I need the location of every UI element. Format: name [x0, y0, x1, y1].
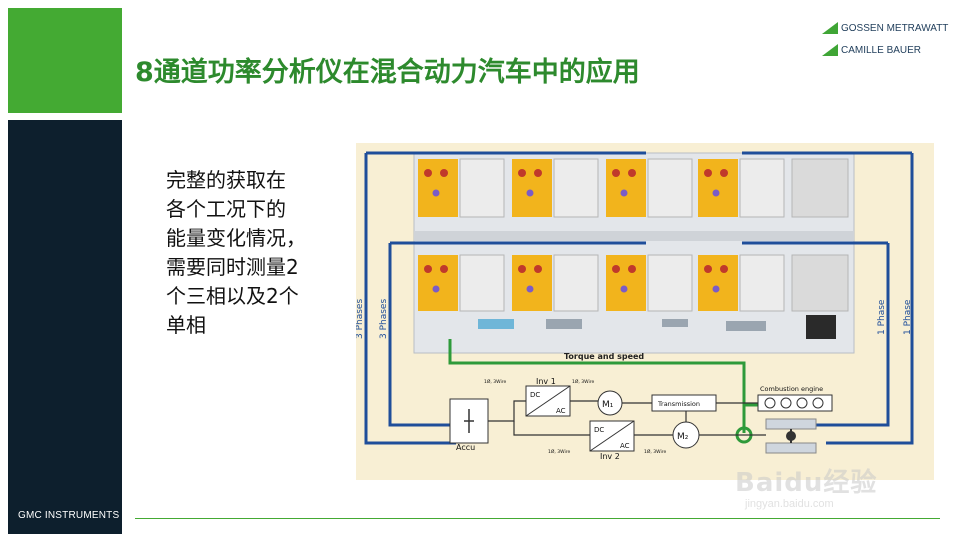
meter-note: 1Ø, 3Wire [572, 378, 594, 385]
differential-icon [786, 431, 796, 441]
vent-panel [791, 158, 849, 218]
transmission-label: Transmission [657, 400, 700, 408]
body-line: 完整的获取在 [166, 168, 286, 192]
vent-panel [739, 158, 785, 218]
label-1-phase: 1 Phase [877, 299, 887, 335]
power-inlet [806, 315, 836, 339]
channel-module [698, 255, 738, 311]
label-1-phase: 1 Phase [903, 299, 913, 335]
chassis-divider [414, 231, 854, 241]
body-line: 单相 [166, 313, 206, 337]
motor-2-label: M₂ [677, 432, 689, 442]
meter-note: 1Ø, 3Wire [644, 448, 666, 455]
d-sub-connector [726, 321, 766, 331]
body-line: 能量变化情况， [166, 226, 306, 250]
parallel-connector [546, 319, 582, 329]
combustion-label: Combustion engine [760, 385, 823, 393]
watermark-sub-text: jingyan.baidu.com [745, 498, 834, 510]
channel-module [512, 255, 552, 311]
inverter-1-label: Inv 1 [536, 377, 556, 386]
body-line: 各个工况下的 [166, 197, 286, 221]
watermark-main-text: Baidu经验 [735, 468, 878, 498]
meter-note: 1Ø, 3Wire [484, 378, 506, 385]
terminal-jacks-purple [432, 189, 720, 293]
label-3-phases: 3 Phases [356, 299, 365, 339]
channel-module [606, 255, 646, 311]
channel-module [512, 159, 552, 217]
vent-panel [739, 254, 785, 312]
channel-module [606, 159, 646, 217]
serial-connector [478, 319, 514, 329]
slide-body-text: 完整的获取在 各个工况下的 能量变化情况， 需要同时测量2 个三相以及2个 单相 [166, 166, 351, 340]
body-line: 需要同时测量2 [166, 255, 299, 279]
module-row-bottom [418, 254, 849, 312]
power-analyzer-diagram: 3 Phases 3 Phases 1 Phase 1 Phase Torque… [356, 143, 934, 480]
vent-panel [647, 158, 693, 218]
schematic: Accu DC AC Inv 1 DC AC Inv 2 M₁ M₂ Trans… [449, 377, 833, 461]
wheel-bottom-icon [765, 442, 817, 454]
dc-label: DC [530, 391, 540, 399]
footer-divider-line [135, 518, 940, 519]
footer-brand: GMC INSTRUMENTS [18, 510, 120, 521]
baidu-watermark: Baidu经验 jingyan.baidu.com [735, 462, 935, 522]
ac-label: AC [556, 407, 566, 415]
wheel-top-icon [765, 418, 817, 430]
d-sub-connector [662, 319, 688, 327]
slide-title: 8通道功率分析仪在混合动力汽车中的应用 [135, 57, 640, 88]
accu-label: Accu [456, 443, 475, 452]
label-3-phases: 3 Phases [379, 299, 389, 339]
ac-label: AC [620, 442, 630, 450]
accent-green-block [8, 8, 122, 113]
combustion-engine-box [757, 394, 833, 412]
vent-panel [553, 158, 599, 218]
blue-wiring [364, 151, 914, 445]
logo-text-line1: GOSSEN METRAWATT [841, 22, 949, 34]
vent-panel [459, 254, 505, 312]
inverter-2-label: Inv 2 [600, 452, 620, 461]
logo-text-line2: CAMILLE BAUER [841, 44, 922, 56]
meter-note: 1Ø, 3Wire [548, 448, 570, 455]
module-row-top [418, 158, 849, 218]
torque-speed-label: Torque and speed [564, 352, 644, 361]
dc-label: DC [594, 426, 604, 434]
motor-1-label: M₁ [602, 400, 614, 410]
vent-panel [553, 254, 599, 312]
logo-triangle-icon [822, 44, 838, 56]
sidebar-navy-bar [8, 120, 122, 534]
channel-module [418, 255, 458, 311]
vent-panel [459, 158, 505, 218]
company-logo: GOSSEN METRAWATT CAMILLE BAUER [822, 20, 952, 60]
channel-module [698, 159, 738, 217]
channel-module [418, 159, 458, 217]
connection-lines [488, 400, 766, 436]
logo-triangle-icon [822, 22, 838, 34]
vent-panel [647, 254, 693, 312]
body-line: 个三相以及2个 [166, 284, 299, 308]
vent-panel [791, 254, 849, 312]
terminal-jacks [424, 169, 728, 273]
